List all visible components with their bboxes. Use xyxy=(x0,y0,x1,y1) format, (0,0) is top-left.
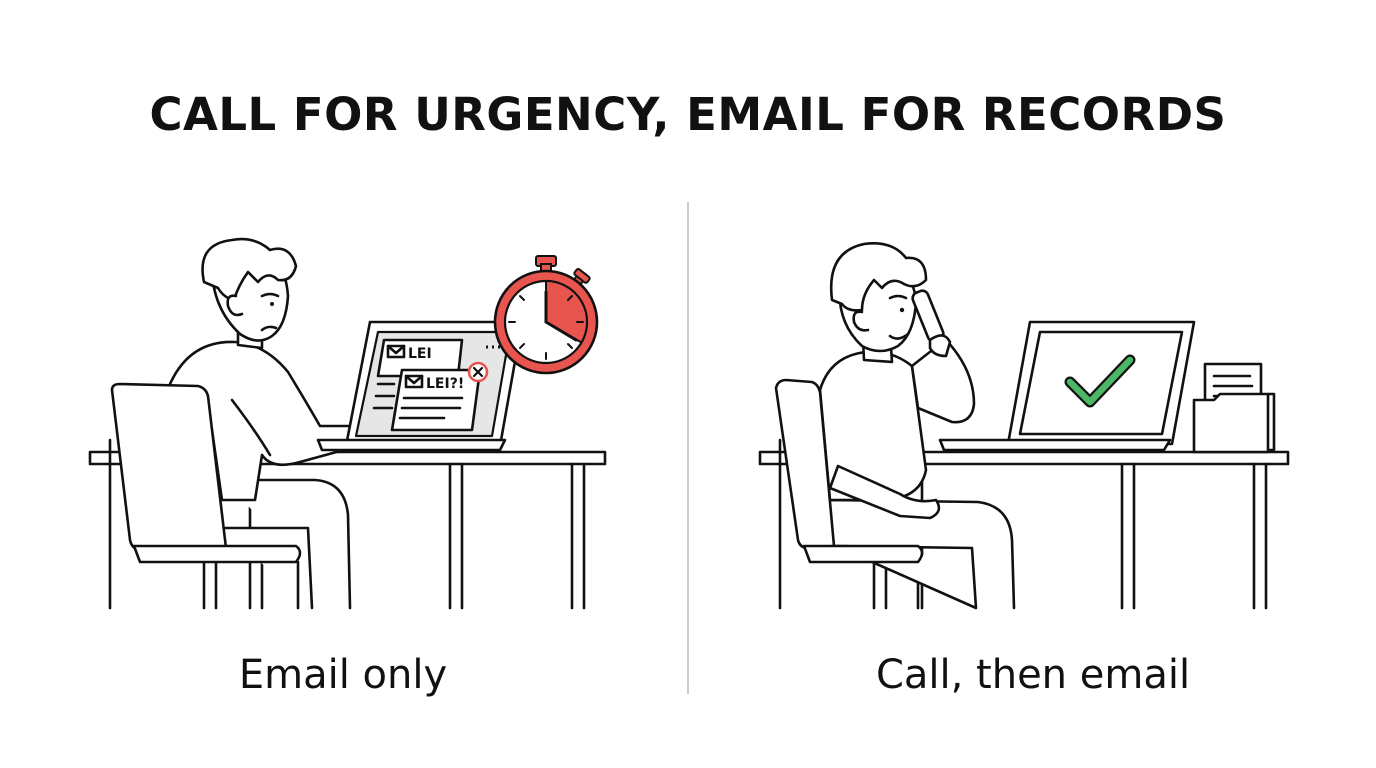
checkmark-icon xyxy=(1064,354,1136,408)
laptop-right xyxy=(938,320,1196,452)
panel-call-then-email xyxy=(758,242,1290,610)
chair-left-front xyxy=(110,382,302,610)
mail-label-2: LEI?! xyxy=(426,376,464,392)
mail-label-1: LEI xyxy=(408,346,432,362)
page-title: CALL FOR URGENCY, EMAIL FOR RECORDS xyxy=(149,88,1227,141)
document-folder-icon xyxy=(1192,362,1276,454)
stopwatch-icon xyxy=(493,255,599,375)
chair-right-front xyxy=(774,378,924,564)
email-window-back: LEI xyxy=(372,338,464,410)
error-x-icon xyxy=(467,361,489,383)
panel-email-only: LEI LEI?! xyxy=(88,237,607,610)
caption-call-then-email: Call, then email xyxy=(875,652,1191,698)
chair-left xyxy=(108,438,264,610)
person-calling xyxy=(818,242,1016,610)
caption-email-only: Email only xyxy=(238,652,448,698)
email-window-front: LEI?! xyxy=(390,361,489,432)
